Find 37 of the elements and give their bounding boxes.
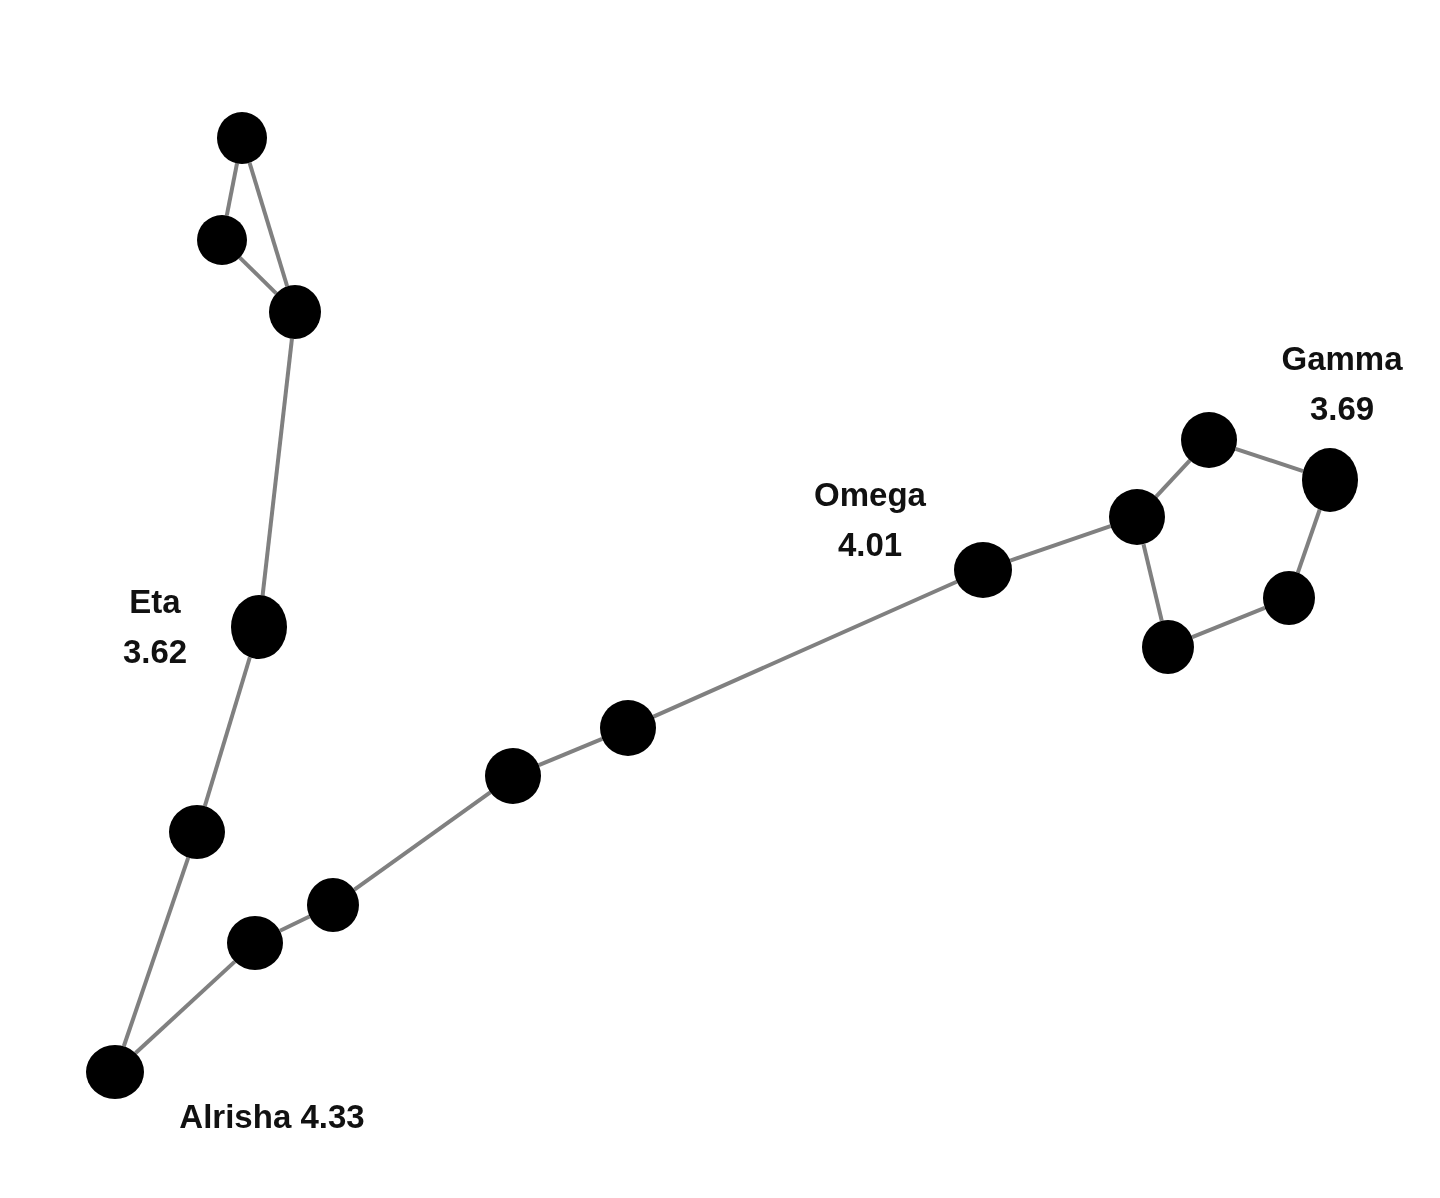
star-label: Omega 4.01 — [813, 475, 927, 565]
star-dot — [600, 700, 656, 756]
star-dot — [169, 805, 225, 859]
connector-line — [1234, 446, 1304, 473]
star-dot — [217, 112, 267, 164]
connector-line — [247, 162, 290, 287]
star-label: Eta 3.62 — [121, 582, 189, 672]
connector-line — [202, 656, 252, 807]
connector-line — [121, 857, 191, 1047]
connector-line — [260, 338, 294, 596]
connector-line — [134, 960, 237, 1055]
star-dot — [197, 215, 247, 265]
star-dot — [269, 285, 321, 339]
star-dot — [954, 542, 1012, 598]
star-dot — [1302, 448, 1358, 512]
star-dot — [1142, 620, 1194, 674]
star-dot — [1181, 412, 1237, 468]
star-dot — [227, 916, 283, 970]
connector-line — [1009, 524, 1112, 563]
connector-line — [353, 790, 492, 892]
star-dot — [1109, 489, 1165, 545]
connector-line — [1154, 459, 1192, 498]
connector-line — [1295, 509, 1322, 574]
connector-line — [1191, 605, 1266, 640]
star-dot — [1263, 571, 1315, 625]
star-dot — [485, 748, 541, 804]
connector-line — [652, 579, 958, 719]
star-label: Gamma 3.69 — [1280, 339, 1404, 429]
connector-line — [1141, 543, 1164, 622]
connector-line — [538, 736, 603, 768]
star-dot — [231, 595, 287, 659]
connector-line — [279, 914, 311, 933]
star-dot — [307, 878, 359, 932]
star-label: Alrisha 4.33 — [179, 1097, 365, 1137]
connector-line — [224, 163, 239, 216]
star-dot — [86, 1045, 144, 1099]
connector-line — [238, 256, 278, 295]
